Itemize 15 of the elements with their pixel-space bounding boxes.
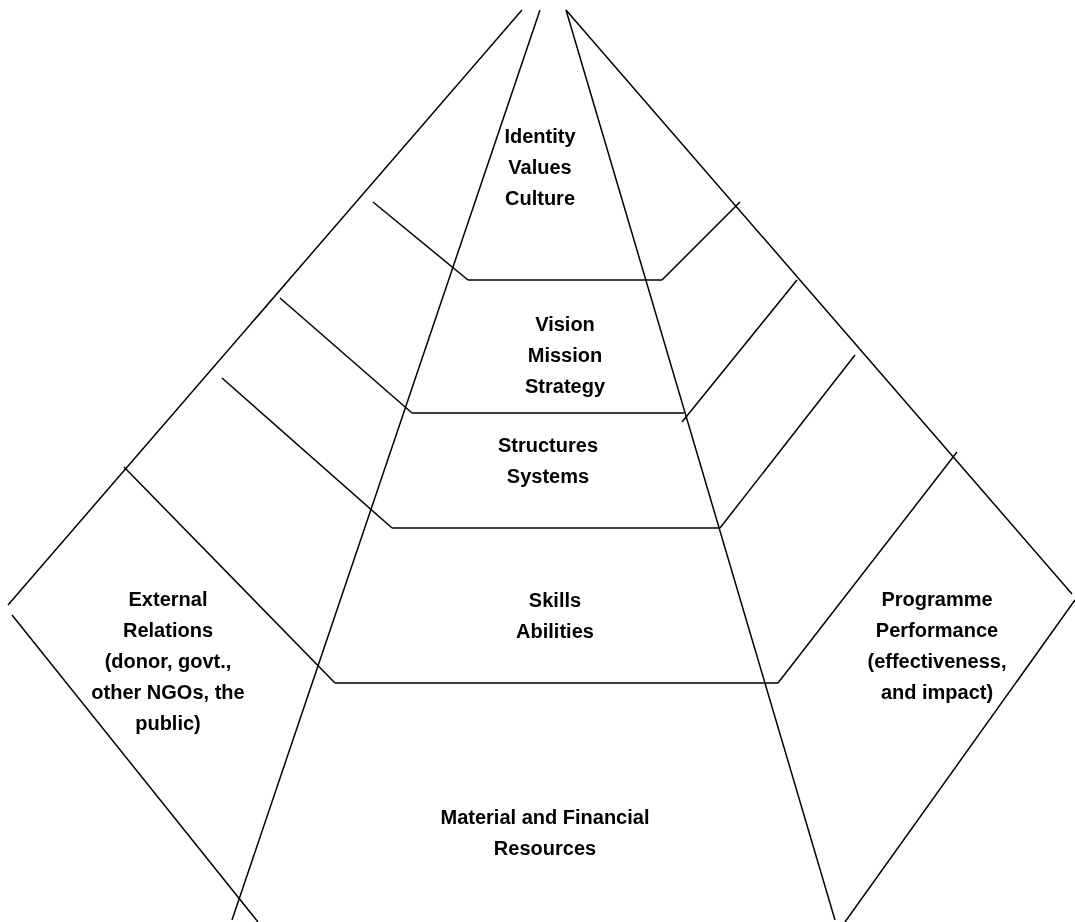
- segment-label: (effectiveness, and impact): [866, 649, 1008, 705]
- segment-label: Structures: [498, 433, 598, 458]
- segment-label: Programme Performance: [874, 587, 1000, 643]
- segment-label: Vision: [535, 312, 595, 337]
- segment-label: (donor, govt., other NGOs, the public): [90, 649, 246, 736]
- segment-label: External Relations: [122, 587, 214, 643]
- segment-label: Skills: [528, 588, 582, 613]
- segment-label: Strategy: [525, 374, 605, 399]
- segment-label: Material and Financial Resources: [439, 805, 651, 861]
- segment-label: Values: [508, 155, 572, 180]
- segment-label: Mission: [527, 343, 603, 368]
- segment-label: Identity: [504, 124, 576, 149]
- segment-label: Culture: [505, 186, 575, 211]
- segment-label: Abilities: [516, 619, 594, 644]
- segment-label: Systems: [506, 464, 590, 489]
